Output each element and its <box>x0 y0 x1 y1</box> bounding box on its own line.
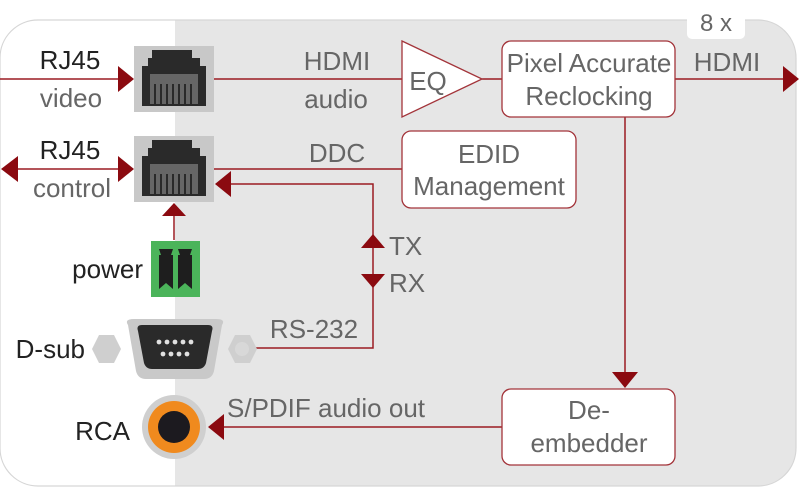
amplifier-triangle-icon <box>401 39 484 119</box>
power-connector <box>151 241 200 297</box>
deembedder-block: De- embedder <box>501 388 676 466</box>
serial-to-control-line <box>228 183 374 349</box>
rj45-pins <box>154 174 192 194</box>
power-label: power <box>72 254 143 284</box>
deembedder-label-line1: De- <box>568 395 610 425</box>
arrow-left-icon <box>1 156 18 182</box>
arrow-right-icon <box>783 66 799 92</box>
arrow-down-rx-icon <box>361 274 385 288</box>
rj45-video-sublabel: video <box>40 83 102 113</box>
edid-label-line1: EDID <box>458 139 520 169</box>
rj45-control-sublabel: control <box>33 173 111 203</box>
eq-label: EQ <box>409 66 447 96</box>
arrow-left-icon <box>208 414 224 440</box>
dsub-label: D-sub <box>16 334 85 364</box>
hdmi-output-label: HDMI <box>694 47 760 77</box>
signal-lines <box>0 78 785 428</box>
screw-center <box>235 342 249 356</box>
reclocking-label-line2: Reclocking <box>525 81 652 111</box>
arrow-up-icon <box>162 203 186 216</box>
ddc-signal-label: DDC <box>309 138 365 168</box>
panel-border <box>0 19 797 487</box>
reclocking-label-line1: Pixel Accurate <box>507 48 672 78</box>
reclocking-box <box>501 40 676 118</box>
reclocking-block: Pixel Accurate Reclocking <box>501 40 676 118</box>
hdmi-count-label: 8 x <box>700 10 732 37</box>
dsub-left-screw <box>92 335 121 363</box>
arrow-up-tx-icon <box>361 234 385 248</box>
hdmi-count-tab <box>687 1 745 39</box>
dsub-pins <box>156 339 194 357</box>
deembedder-box <box>501 388 676 466</box>
rca-center-hole <box>158 411 190 443</box>
edid-label-line2: Management <box>413 171 566 201</box>
rj45-control-port <box>134 136 214 202</box>
arrow-right-icon <box>118 156 134 182</box>
arrow-down-icon <box>612 372 638 388</box>
dsub-9-connector-icon <box>137 325 213 369</box>
rx-label: RX <box>389 268 425 298</box>
rj45-control-label: RJ45 <box>40 135 101 165</box>
audio-signal-label: audio <box>304 84 368 114</box>
deembedder-label-line2: embedder <box>530 428 647 458</box>
rca-label: RCA <box>75 416 131 446</box>
rj45-pins <box>154 84 192 104</box>
power-terminal-left <box>159 249 173 289</box>
spdif-label: S/PDIF audio out <box>227 393 426 423</box>
arrow-right-icon <box>118 66 134 92</box>
rj45-video-label: RJ45 <box>40 45 101 75</box>
phoenix-power-connector-icon <box>151 241 200 297</box>
dsub-connector <box>92 319 257 379</box>
arrowheads <box>1 66 799 440</box>
power-terminal-right <box>178 249 192 289</box>
eq-block: EQ <box>401 39 484 119</box>
rj45-video-port <box>134 46 214 112</box>
tx-label: TX <box>389 231 422 261</box>
rs232-label: RS-232 <box>270 314 358 344</box>
hdmi-signal-label: HDMI <box>304 46 370 76</box>
edid-block: EDID Management <box>401 130 577 209</box>
panel-right-area <box>175 20 796 486</box>
edid-box <box>401 130 577 209</box>
arrow-left-icon <box>215 171 231 197</box>
rca-connector <box>142 395 206 459</box>
